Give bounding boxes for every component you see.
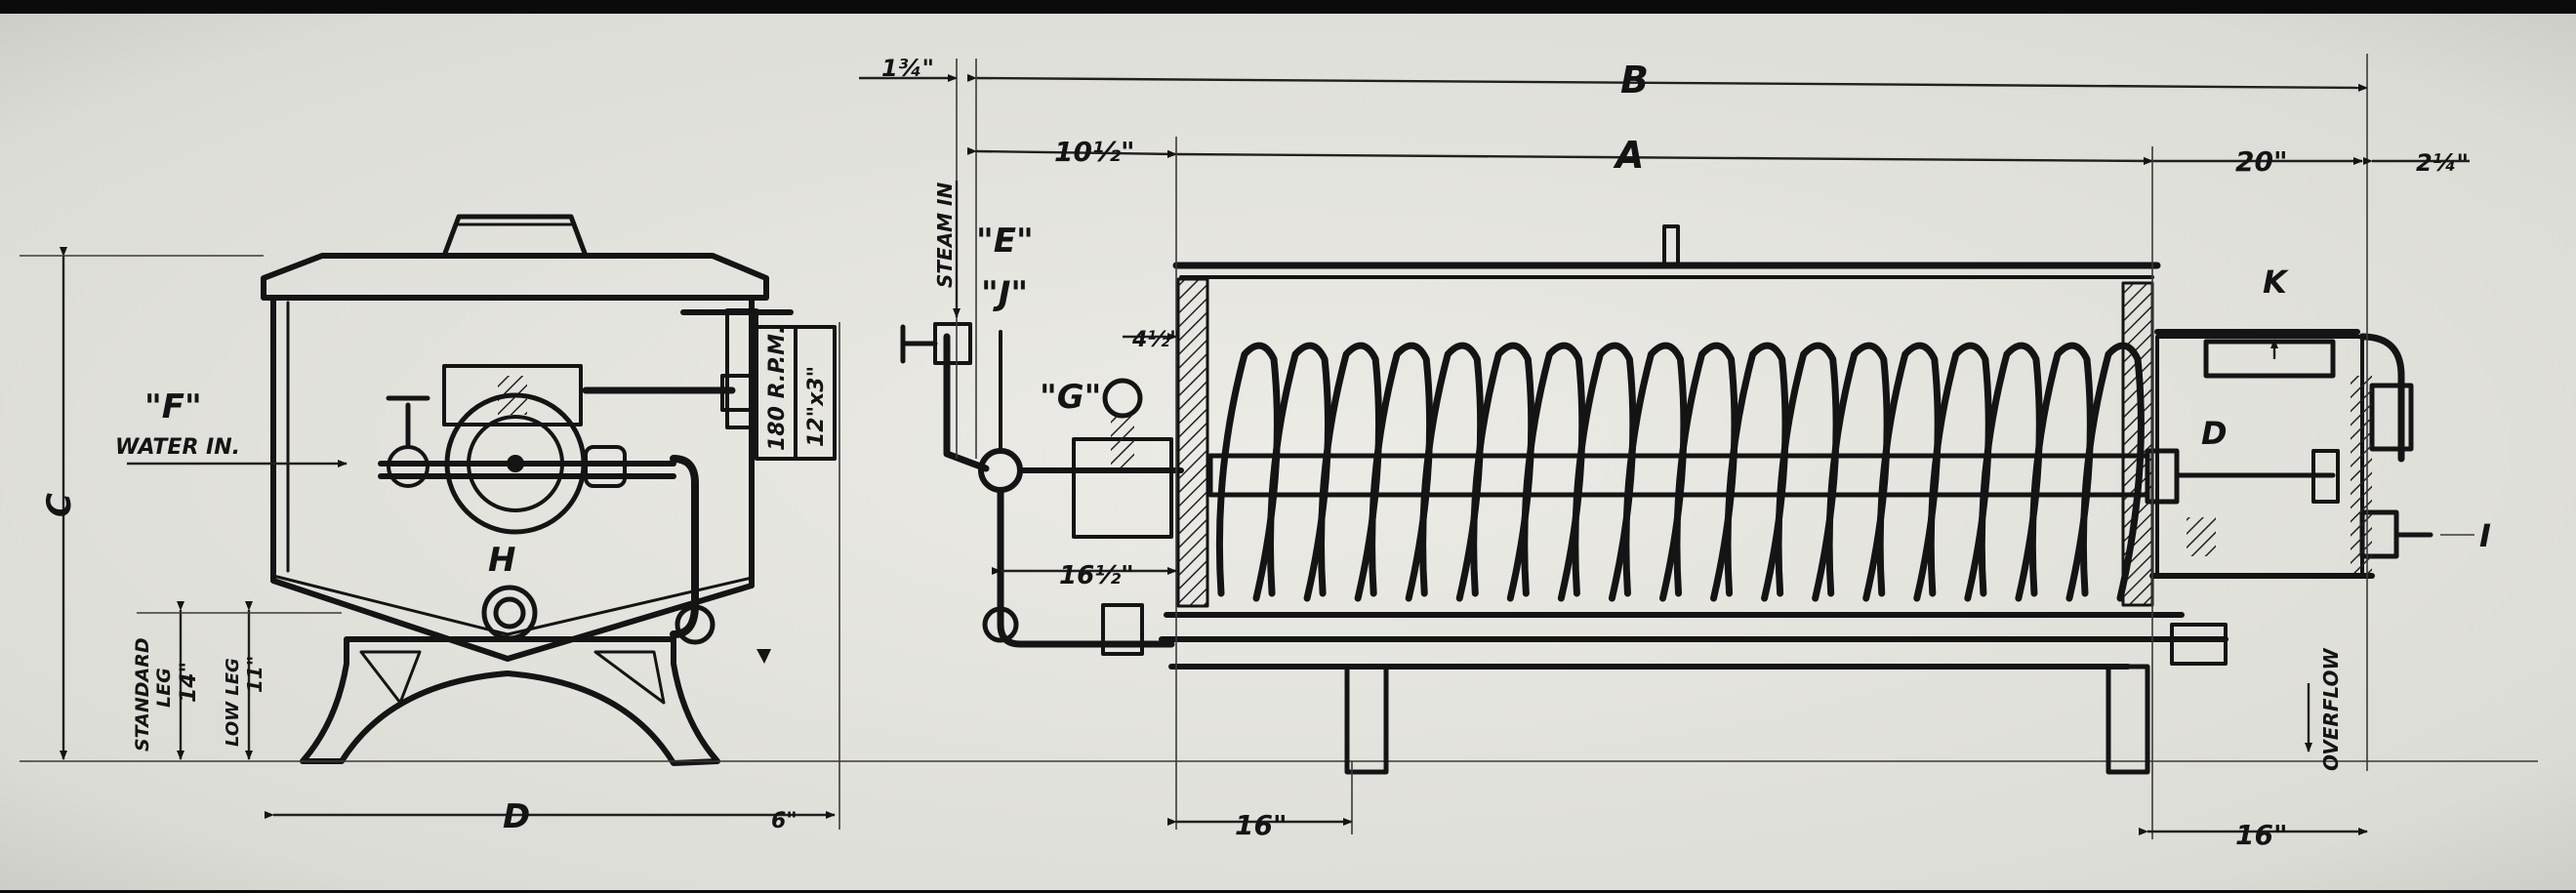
label-d-side: D — [2201, 415, 2228, 452]
label-rpm: 180 R.P.M. — [765, 326, 790, 451]
label-overflow: OVERFLOW — [2319, 647, 2343, 771]
label-standard-value: 14" — [177, 662, 201, 703]
label-j: "J" — [981, 274, 1028, 313]
front-view — [20, 214, 2538, 830]
label-a: A — [1613, 134, 1644, 177]
label-b: B — [1620, 59, 1649, 101]
label-dim-16-1-2: 16½" — [1059, 561, 1134, 590]
label-f: "F" — [144, 387, 202, 426]
label-dim-2-1-4: 2¼" — [2416, 149, 2469, 177]
label-k: K — [2263, 264, 2289, 301]
label-water-in: WATER IN. — [115, 435, 240, 460]
label-h: H — [488, 541, 515, 580]
paper-background — [0, 12, 2576, 890]
label-c: C — [40, 493, 79, 517]
label-dim-4-1-2: 4½" — [1131, 328, 1181, 352]
label-low-leg: LOW LEG — [223, 658, 243, 747]
label-pulley: 12"x3" — [804, 366, 829, 447]
front-view-labels: WATER IN. "F" H C D STANDARD LEG 14" LOW… — [40, 326, 829, 836]
label-dim-16-left: 16" — [1235, 809, 1288, 841]
side-view-labels: B A 1¾" 10½" 20" 2¼" STEAM IN "E" "J" "G… — [881, 55, 2491, 851]
side-view — [859, 54, 2474, 839]
top-dark-edge — [0, 0, 2576, 14]
label-i: I — [2479, 517, 2491, 554]
label-g: "G" — [1040, 378, 1101, 417]
label-dim-10-1-2: 10½" — [1054, 136, 1135, 168]
label-dim-6: 6" — [771, 809, 797, 833]
label-dim-20: 20" — [2235, 145, 2288, 178]
label-steam-in: STEAM IN — [933, 183, 957, 288]
heating-coils — [1215, 342, 2145, 602]
label-dim-1-3-4: 1¾" — [881, 55, 934, 82]
coil-loop — [2079, 342, 2145, 602]
label-leg: LEG — [153, 668, 175, 708]
label-e: "E" — [976, 222, 1034, 261]
label-d: D — [503, 797, 530, 836]
label-standard: STANDARD — [132, 637, 153, 751]
label-low-leg-value: 11" — [243, 656, 266, 693]
label-dim-16-right: 16" — [2235, 819, 2288, 851]
